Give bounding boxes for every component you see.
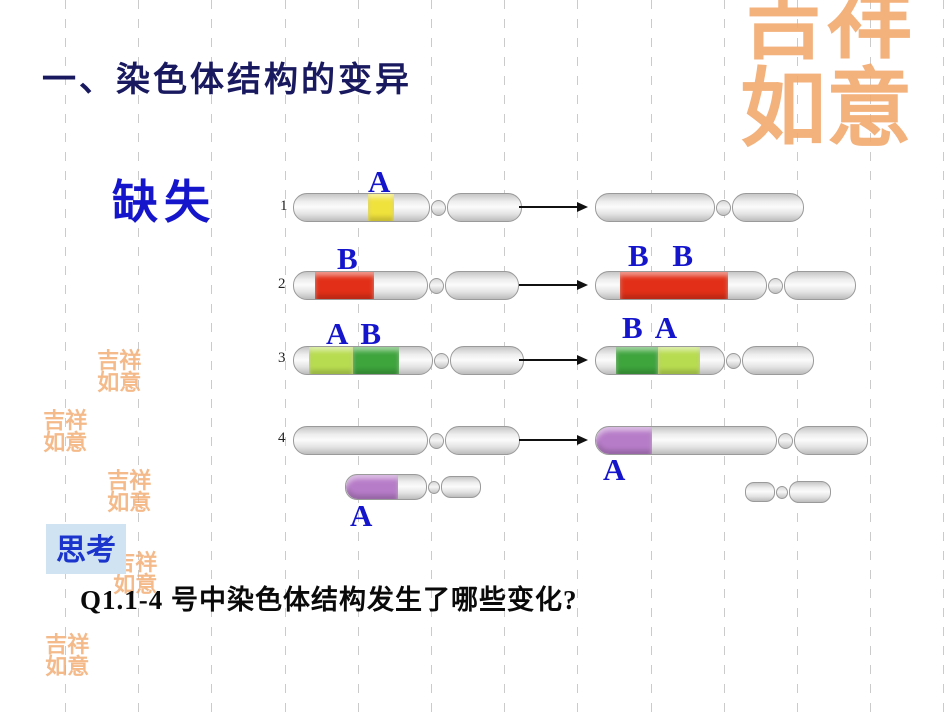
grid-line [211, 0, 213, 713]
chromosome-short-arm [742, 346, 814, 375]
centromere [431, 199, 446, 216]
gene-band-a [346, 475, 398, 499]
chromosome-short-arm [732, 193, 804, 222]
gene-band-a-translocated [596, 427, 652, 454]
chromosome-3-after [595, 346, 814, 375]
centromere [776, 485, 788, 499]
grid-line [138, 0, 140, 713]
chromosome-long-arm [293, 426, 428, 455]
gene-band-bb [620, 272, 728, 299]
centromere [778, 432, 793, 449]
think-badge: 思考 [46, 524, 126, 574]
seal-watermark: 吉祥如意 [97, 348, 142, 396]
chromosome-long-arm [293, 271, 428, 300]
gene-band-b [353, 347, 399, 374]
chromosome-remnant [745, 481, 831, 503]
chromosome-long-arm [789, 481, 831, 503]
chromosome-long-arm [595, 193, 715, 222]
gene-label-ab: A B [326, 316, 382, 351]
row-number: 1 [280, 198, 288, 214]
chromosome-short-arm [445, 271, 519, 300]
gene-band-b [315, 272, 374, 299]
chromosome-short-arm [450, 346, 524, 375]
question-text: Q1.1-4 号中染色体结构发生了哪些变化? [80, 585, 578, 615]
gene-band-a [309, 347, 353, 374]
gene-label-ba: B A [622, 310, 678, 345]
chromosome-1-after [595, 193, 804, 222]
gene-band-a [658, 347, 700, 374]
row-number: 3 [278, 350, 286, 366]
seal-watermark: 吉祥如意 [43, 408, 88, 456]
chromosome-1-before [293, 193, 522, 222]
chromosome-long-arm [595, 271, 767, 300]
centromere [429, 432, 444, 449]
variation-type-label: 缺失 [112, 177, 216, 228]
grid-line [65, 0, 66, 713]
arrow-icon [519, 280, 588, 290]
chromosome-long-arm [595, 426, 777, 455]
gene-band-b [616, 347, 658, 374]
gene-label-a-translocated: A [603, 452, 626, 487]
chromosome-short-arm [784, 271, 856, 300]
gene-band-a [368, 194, 394, 221]
seal-watermark-large: 吉祥如意 [740, 0, 913, 157]
centromere [726, 352, 741, 369]
chromosome-2-after [595, 271, 856, 300]
chromosome-donor [345, 474, 481, 500]
centromere [429, 277, 444, 294]
chromosome-short-arm [441, 476, 481, 498]
chromosome-2-before [293, 271, 519, 300]
gene-label-a: A [368, 164, 391, 199]
grid-line [284, 0, 286, 713]
arrow-icon [519, 355, 588, 365]
chromosome-short-arm [794, 426, 868, 455]
centromere [768, 277, 783, 294]
gene-label-b: B [337, 241, 358, 276]
page-title: 一、染色体结构的变异 [42, 62, 412, 99]
chromosome-long-arm [595, 346, 725, 375]
seal-watermark: 吉祥如意 [107, 468, 152, 516]
chromosome-long-arm [293, 193, 430, 222]
centromere [434, 352, 449, 369]
grid-line [943, 0, 945, 713]
centromere [428, 480, 440, 494]
grid-line [870, 0, 872, 713]
chromosome-short-arm [445, 426, 520, 455]
centromere [716, 199, 731, 216]
chromosome-short-arm [447, 193, 522, 222]
arrow-icon [519, 202, 588, 212]
gene-label-bb: B B [628, 238, 694, 273]
chromosome-4-before [293, 426, 520, 455]
chromosome-short-arm [745, 482, 775, 502]
arrow-icon [519, 435, 588, 445]
chromosome-long-arm [293, 346, 433, 375]
gene-label-a-donor: A [350, 498, 373, 533]
chromosome-3-before [293, 346, 524, 375]
row-number: 4 [278, 430, 286, 446]
chromosome-long-arm [345, 474, 427, 500]
row-number: 2 [278, 276, 286, 292]
seal-watermark: 吉祥如意 [45, 632, 90, 680]
chromosome-4-after [595, 426, 868, 455]
